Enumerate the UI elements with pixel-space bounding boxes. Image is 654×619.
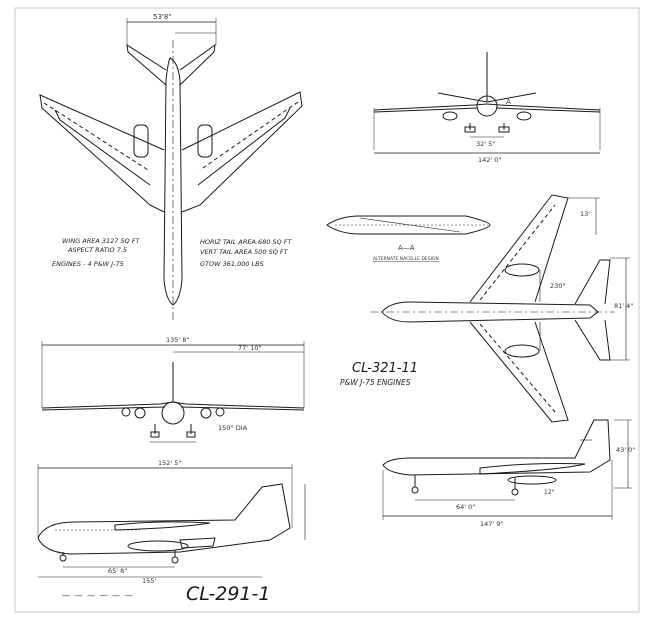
note-gross-weight: GTOW 361,000 LBS [200, 260, 264, 268]
sheet-border [14, 7, 640, 613]
dim-right-top-length: 230" [550, 282, 565, 290]
cl321-front-view [373, 52, 601, 154]
dim-front-half-span: 77' 10" [238, 344, 261, 352]
dim-right-top-span: 81' 4" [614, 302, 633, 310]
note-vert-tail: VERT TAIL AREA 500 SQ FT [200, 248, 289, 256]
dim-side-wheelbase: 65' 8" [108, 567, 127, 575]
note-engines: ENGINES - 4 P&W J-75 [52, 260, 124, 268]
dim-right-front-a: A [506, 98, 511, 106]
cl321-side-view [382, 419, 632, 520]
nacelle-section [326, 215, 491, 235]
dim-right-top-tip: 13' [580, 210, 590, 218]
dim-right-side-length: 147' 9" [480, 520, 503, 528]
title-cl291: CL-291-1 [186, 583, 270, 605]
cl291-front-view [41, 341, 305, 443]
cl321-top-view [370, 194, 630, 423]
note-aspect-ratio: ASPECT RATIO 7.5 [67, 246, 127, 254]
nacelle-section-caption: ALTERNATE NACELLE DESIGN [373, 256, 439, 262]
dim-side-station: 155' [142, 577, 156, 585]
cl291-side-view [37, 464, 306, 578]
dim-right-front-span: 142' 0" [478, 156, 501, 164]
scale-bar: — — — — — — [62, 591, 134, 600]
title-cl321: CL-321-11 [352, 361, 418, 376]
engines-cl321: P&W J-75 ENGINES [340, 378, 411, 387]
dim-front-dihedral: 150° DIA [218, 424, 248, 432]
dim-right-front-gear: 32' 5" [476, 140, 495, 148]
note-wing-area: WING AREA 3127 SQ FT [62, 237, 141, 245]
dim-right-side-wheel: 64' 0" [456, 503, 475, 511]
dim-right-side-height: 43' 0" [616, 446, 635, 454]
dim-side-length: 152' 5" [158, 459, 181, 467]
cl291-top-view [39, 18, 303, 320]
nacelle-section-label: A—A [398, 244, 415, 252]
note-horiz-tail: HORIZ TAIL AREA 680 SQ FT [200, 238, 292, 246]
cl291-notes: WING AREA 3127 SQ FT ASPECT RATIO 7.5 EN… [52, 237, 292, 268]
dim-front-span: 135' 8" [166, 336, 189, 344]
dim-top-span-tail: 53'8" [153, 13, 172, 21]
dim-right-side-angle: 12° [544, 489, 555, 496]
